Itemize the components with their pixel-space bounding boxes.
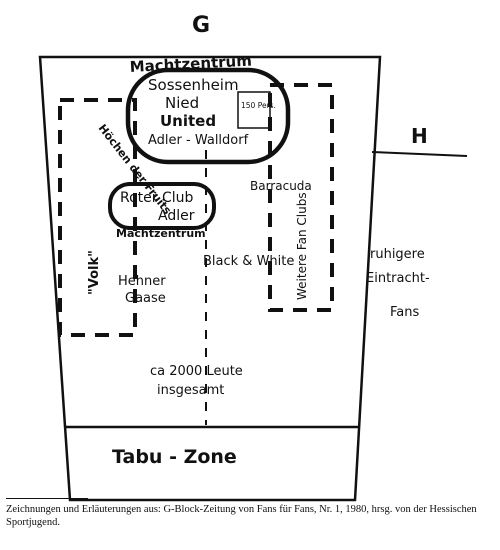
- power-center-oval: [125, 67, 291, 165]
- right-dashed-zone: [268, 83, 334, 312]
- count-box-label: 150 Pers.: [241, 101, 276, 110]
- power-center-top-label: Machtzentrum: [129, 52, 252, 76]
- caption-rule: [6, 498, 88, 499]
- weitere-fan-clubs-label: Weitere Fan Clubs: [295, 192, 309, 300]
- label-top: G: [192, 13, 210, 38]
- right-boundary-line: [371, 151, 468, 157]
- tabu-zone-label: Tabu - Zone: [112, 446, 237, 468]
- ruhigere-label-2: Eintracht-: [366, 271, 430, 286]
- ruhigere-label-3: Fans: [390, 305, 419, 320]
- center-group-2: Nied: [165, 94, 199, 112]
- center-group-3: United: [160, 112, 216, 130]
- ruhigere-label-1: ruhigere: [370, 247, 425, 262]
- center-group-4: Adler - Walldorf: [148, 133, 249, 148]
- power-center-bottom-label: Machtzentrum: [116, 227, 206, 240]
- caption: Zeichnungen und Erläuterungen aus: G-Blo…: [6, 504, 477, 528]
- hehner-label: Hehner: [118, 274, 166, 289]
- volk-label: "Volk": [87, 250, 102, 295]
- center-group-1: Sossenheim: [148, 76, 239, 94]
- red-club-oval: [108, 182, 216, 230]
- left-dashed-zone: [58, 98, 137, 337]
- black-white-label: Black & White: [203, 254, 294, 269]
- label-right: H: [411, 124, 428, 148]
- count-box: [237, 91, 271, 129]
- red-club-line-2: Adler: [158, 208, 195, 224]
- gaase-label: Gaase: [125, 291, 166, 306]
- total-label-2: insgesamt: [157, 383, 224, 398]
- red-club-line-1: Roter Club: [120, 190, 194, 206]
- block-outline: [38, 55, 382, 502]
- barracuda-label: Barracuda: [250, 179, 312, 193]
- total-label-1: ca 2000 Leute: [150, 364, 243, 379]
